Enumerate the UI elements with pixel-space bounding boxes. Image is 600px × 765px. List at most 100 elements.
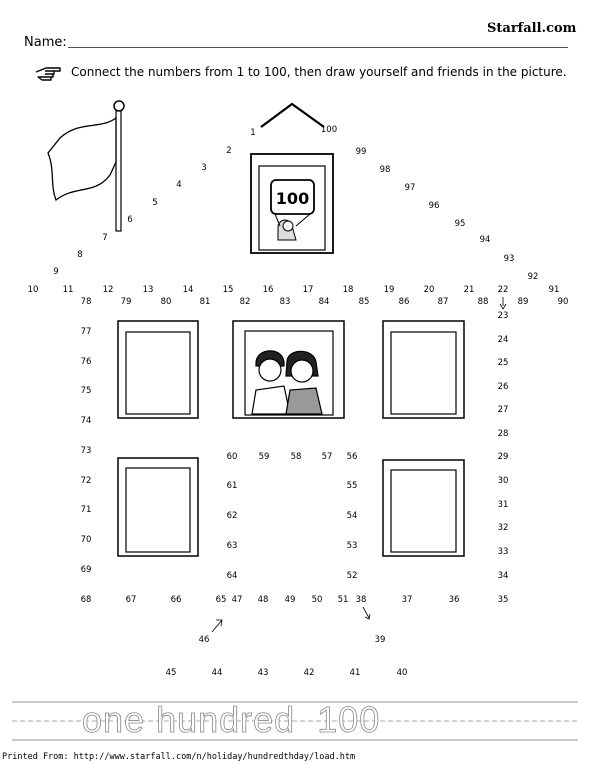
dot-number-82: 82 [239, 297, 251, 307]
dot-number-90: 90 [557, 297, 569, 307]
dot-number-40: 40 [396, 668, 408, 678]
dot-number-5: 5 [152, 198, 158, 208]
dot-number-85: 85 [358, 297, 370, 307]
dot-number-77: 77 [80, 327, 92, 337]
dot-number-8: 8 [77, 250, 83, 260]
dot-number-99: 99 [355, 147, 367, 157]
dot-number-14: 14 [182, 285, 194, 295]
dot-number-94: 94 [479, 235, 491, 245]
dot-number-68: 68 [80, 595, 92, 605]
dot-number-2: 2 [226, 146, 232, 156]
dot-number-69: 69 [80, 565, 92, 575]
dot-number-55: 55 [346, 481, 358, 491]
dot-number-21: 21 [463, 285, 475, 295]
dot-number-19: 19 [383, 285, 395, 295]
dot-number-89: 89 [517, 297, 529, 307]
dot-number-61: 61 [226, 481, 238, 491]
dot-number-83: 83 [279, 297, 291, 307]
name-label: Name: [24, 35, 67, 50]
brand-logo-text: Starfall.com [487, 21, 577, 36]
dot-number-42: 42 [303, 668, 315, 678]
dot-number-72: 72 [80, 476, 92, 486]
dot-number-37: 37 [401, 595, 413, 605]
dot-number-71: 71 [80, 505, 92, 515]
dot-number-95: 95 [454, 219, 466, 229]
dot-number-10: 10 [27, 285, 39, 295]
dot-number-30: 30 [497, 476, 509, 486]
dot-number-92: 92 [527, 272, 539, 282]
dot-number-6: 6 [127, 215, 133, 225]
dot-number-4: 4 [176, 180, 182, 190]
dot-number-43: 43 [257, 668, 269, 678]
dot-number-12: 12 [102, 285, 114, 295]
dot-number-75: 75 [80, 386, 92, 396]
dot-number-1: 1 [250, 128, 256, 138]
dot-number-23: 23 [497, 311, 509, 321]
dot-number-44: 44 [211, 668, 223, 678]
dot-number-34: 34 [497, 571, 509, 581]
dot-number-67: 67 [125, 595, 137, 605]
dot-number-11: 11 [62, 285, 74, 295]
dot-number-81: 81 [199, 297, 211, 307]
dot-number-63: 63 [226, 541, 238, 551]
dot-number-9: 9 [53, 267, 59, 277]
dot-number-46: 46 [198, 635, 210, 645]
dot-number-15: 15 [222, 285, 234, 295]
dot-number-26: 26 [497, 382, 509, 392]
dot-number-74: 74 [80, 416, 92, 426]
dot-number-80: 80 [160, 297, 172, 307]
dot-number-93: 93 [503, 254, 515, 264]
dot-number-20: 20 [423, 285, 435, 295]
dot-number-38: 38 [355, 595, 367, 605]
dot-number-62: 62 [226, 511, 238, 521]
dot-number-52: 52 [346, 571, 358, 581]
dot-number-88: 88 [477, 297, 489, 307]
dot-number-35: 35 [497, 595, 509, 605]
dot-number-49: 49 [284, 595, 296, 605]
dot-number-18: 18 [342, 285, 354, 295]
dot-number-65: 65 [215, 595, 227, 605]
dot-number-50: 50 [311, 595, 323, 605]
dot-number-91: 91 [548, 285, 560, 295]
dot-number-33: 33 [497, 547, 509, 557]
dot-number-84: 84 [318, 297, 330, 307]
dot-number-31: 31 [497, 500, 509, 510]
dot-number-54: 54 [346, 511, 358, 521]
dot-number-28: 28 [497, 429, 509, 439]
dot-number-76: 76 [80, 357, 92, 367]
dot-number-7: 7 [102, 233, 108, 243]
pointing-hand-icon [34, 62, 62, 84]
dot-number-96: 96 [428, 201, 440, 211]
dot-number-97: 97 [404, 183, 416, 193]
dot-number-58: 58 [290, 452, 302, 462]
dot-number-78: 78 [80, 297, 92, 307]
printed-from-footer: Printed From: http://www.starfall.com/n/… [2, 752, 356, 762]
dot-number-24: 24 [497, 335, 509, 345]
dot-number-51: 51 [337, 595, 349, 605]
dot-number-17: 17 [302, 285, 314, 295]
dot-number-25: 25 [497, 358, 509, 368]
dot-number-70: 70 [80, 535, 92, 545]
dot-number-13: 13 [142, 285, 154, 295]
dot-number-86: 86 [398, 297, 410, 307]
dot-number-32: 32 [497, 523, 509, 533]
dot-number-47: 47 [231, 595, 243, 605]
dot-number-53: 53 [346, 541, 358, 551]
dot-number-27: 27 [497, 405, 509, 415]
dot-number-45: 45 [165, 668, 177, 678]
dot-number-16: 16 [262, 285, 274, 295]
instruction-text: Connect the numbers from 1 to 100, then … [71, 65, 567, 79]
dot-number-22: 22 [497, 285, 509, 295]
dot-number-79: 79 [120, 297, 132, 307]
dot-number-66: 66 [170, 595, 182, 605]
dot-number-36: 36 [448, 595, 460, 605]
dot-number-98: 98 [379, 165, 391, 175]
tracing-text: one hundred 100 [82, 699, 381, 741]
dot-number-3: 3 [201, 163, 207, 173]
dot-number-60: 60 [226, 452, 238, 462]
dot-number-48: 48 [257, 595, 269, 605]
dot-number-57: 57 [321, 452, 333, 462]
dot-number-100: 100 [320, 125, 338, 135]
dot-number-29: 29 [497, 452, 509, 462]
